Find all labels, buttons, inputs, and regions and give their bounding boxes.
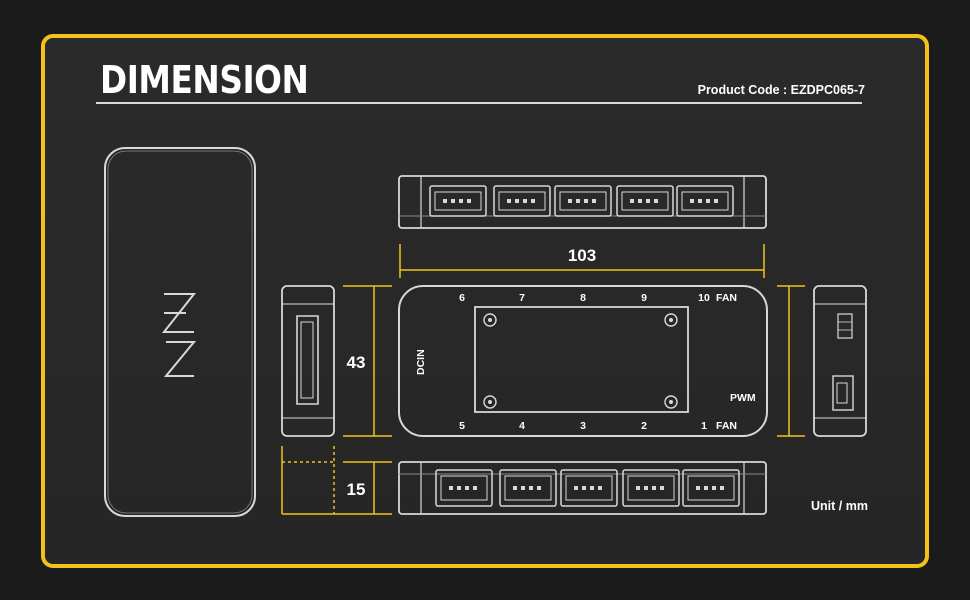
fan-socket-connector	[676, 185, 734, 217]
width-label: 43	[347, 353, 366, 372]
page-title: DIMENSION	[100, 58, 309, 102]
port-label-4: 4	[519, 420, 525, 432]
fan-socket-connector	[622, 469, 680, 507]
port-label-5: 5	[459, 420, 465, 432]
fan-socket-connector	[616, 185, 674, 217]
length-dimension	[399, 244, 765, 278]
port-label-10: 10	[698, 292, 710, 304]
port-label-9: 9	[641, 292, 647, 304]
height-dimension	[281, 446, 392, 515]
top-profile-view	[398, 175, 767, 229]
fan-socket-connector	[429, 185, 487, 217]
port-label-6: 6	[459, 292, 465, 304]
port-label-3: 3	[580, 420, 586, 432]
top-fan-sockets	[429, 185, 734, 217]
title-divider	[96, 102, 862, 104]
port-label-7: 7	[519, 292, 525, 304]
height-label: 15	[347, 480, 366, 499]
screw-bottom-left	[483, 395, 497, 409]
fan-socket-connector	[560, 469, 618, 507]
fan-socket-connector	[682, 469, 740, 507]
fan-label-top: FAN	[716, 292, 737, 304]
pwm-label: PWM	[730, 392, 756, 404]
fan-socket-connector	[554, 185, 612, 217]
dcin-label: DCIN	[415, 349, 427, 375]
screw-bottom-right	[664, 395, 678, 409]
bottom-profile-view	[398, 461, 767, 515]
brand-logo-mark	[161, 293, 197, 377]
main-top-view: 6 7 8 9 10 5 4 3 2 1 FAN FAN PWM DCIN	[398, 285, 768, 437]
product-code: Product Code : EZDPC065-7	[697, 83, 865, 97]
product-bottom-view	[104, 147, 256, 517]
port-label-8: 8	[580, 292, 586, 304]
fan-socket-connector	[435, 469, 493, 507]
fan-socket-connector	[499, 469, 557, 507]
unit-label: Unit / mm	[811, 499, 868, 513]
right-side-view	[813, 285, 867, 437]
fan-label-bottom: FAN	[716, 420, 737, 432]
bottom-fan-sockets	[435, 469, 740, 507]
screw-top-right	[664, 313, 678, 327]
fan-socket-connector	[493, 185, 551, 217]
left-side-view	[281, 285, 335, 437]
length-label: 103	[568, 246, 596, 265]
right-height-guide	[777, 285, 805, 437]
screw-top-left	[483, 313, 497, 327]
port-label-2: 2	[641, 420, 647, 432]
width-dimension	[343, 285, 392, 437]
port-label-1: 1	[701, 420, 707, 432]
